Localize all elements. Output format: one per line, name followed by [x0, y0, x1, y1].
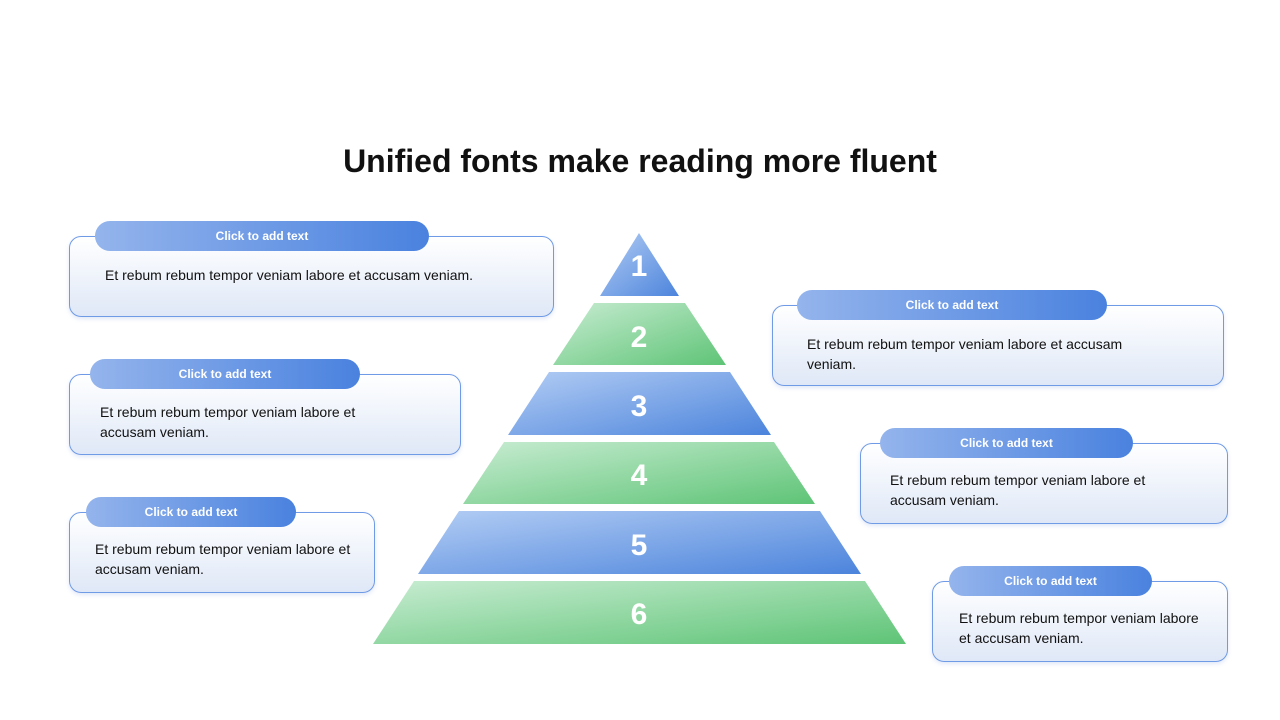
- pyramid-level-3[interactable]: 3: [508, 372, 771, 435]
- click-to-add-text-button[interactable]: Click to add text: [86, 497, 296, 527]
- click-to-add-text-button[interactable]: Click to add text: [797, 290, 1107, 320]
- pyramid-level-1-shape: [600, 233, 679, 296]
- pyramid-level-3-number: 3: [631, 390, 648, 423]
- text-card-right-1[interactable]: Et rebum rebum tempor veniam labore et a…: [772, 290, 1224, 386]
- pyramid-level-2[interactable]: 2: [553, 303, 726, 365]
- pyramid-level-3-shape: [508, 372, 771, 435]
- slide-title[interactable]: Unified fonts make reading more fluent: [343, 143, 937, 179]
- click-to-add-text-button[interactable]: Click to add text: [949, 566, 1152, 596]
- pyramid-level-5-shape: [418, 511, 861, 574]
- text-card-left-3[interactable]: Et rebum rebum tempor veniam labore et a…: [69, 497, 375, 593]
- pyramid-level-2-shape: [553, 303, 726, 365]
- click-to-add-text-button[interactable]: Click to add text: [90, 359, 360, 389]
- text-card-body[interactable]: Et rebum rebum tempor veniam labore et a…: [807, 336, 1123, 372]
- pyramid-level-1-number: 1: [631, 250, 648, 283]
- text-card-body[interactable]: Et rebum rebum tempor veniam labore et a…: [100, 404, 356, 440]
- pyramid-level-4[interactable]: 4: [463, 442, 815, 504]
- pyramid-level-4-shape: [463, 442, 815, 504]
- pyramid-level-1[interactable]: 1: [600, 233, 679, 296]
- pyramid-level-4-number: 4: [631, 459, 648, 492]
- text-card-right-2[interactable]: Et rebum rebum tempor veniam labore et a…: [860, 428, 1228, 524]
- pyramid-level-5-number: 5: [631, 529, 648, 562]
- click-to-add-text-button[interactable]: Click to add text: [95, 221, 429, 251]
- text-card-body[interactable]: Et rebum rebum tempor veniam labore et a…: [890, 472, 1146, 508]
- pyramid-level-6-shape: [373, 581, 906, 644]
- text-card-body[interactable]: Et rebum rebum tempor veniam labore et a…: [105, 267, 474, 283]
- pyramid-level-5[interactable]: 5: [418, 511, 861, 574]
- pyramid-level-2-number: 2: [631, 321, 648, 354]
- text-card-right-3[interactable]: Et rebum rebum tempor veniam labore et a…: [932, 566, 1228, 662]
- text-card-body[interactable]: Et rebum rebum tempor veniam labore et a…: [95, 541, 351, 577]
- click-to-add-text-button[interactable]: Click to add text: [880, 428, 1133, 458]
- pyramid-level-6-number: 6: [631, 598, 648, 631]
- text-card-left-2[interactable]: Et rebum rebum tempor veniam labore et a…: [69, 359, 461, 455]
- text-card-body[interactable]: Et rebum rebum tempor veniam labore et a…: [959, 610, 1199, 646]
- pyramid-level-6[interactable]: 6: [373, 581, 906, 644]
- text-card-left-1[interactable]: Et rebum rebum tempor veniam labore et a…: [69, 221, 554, 317]
